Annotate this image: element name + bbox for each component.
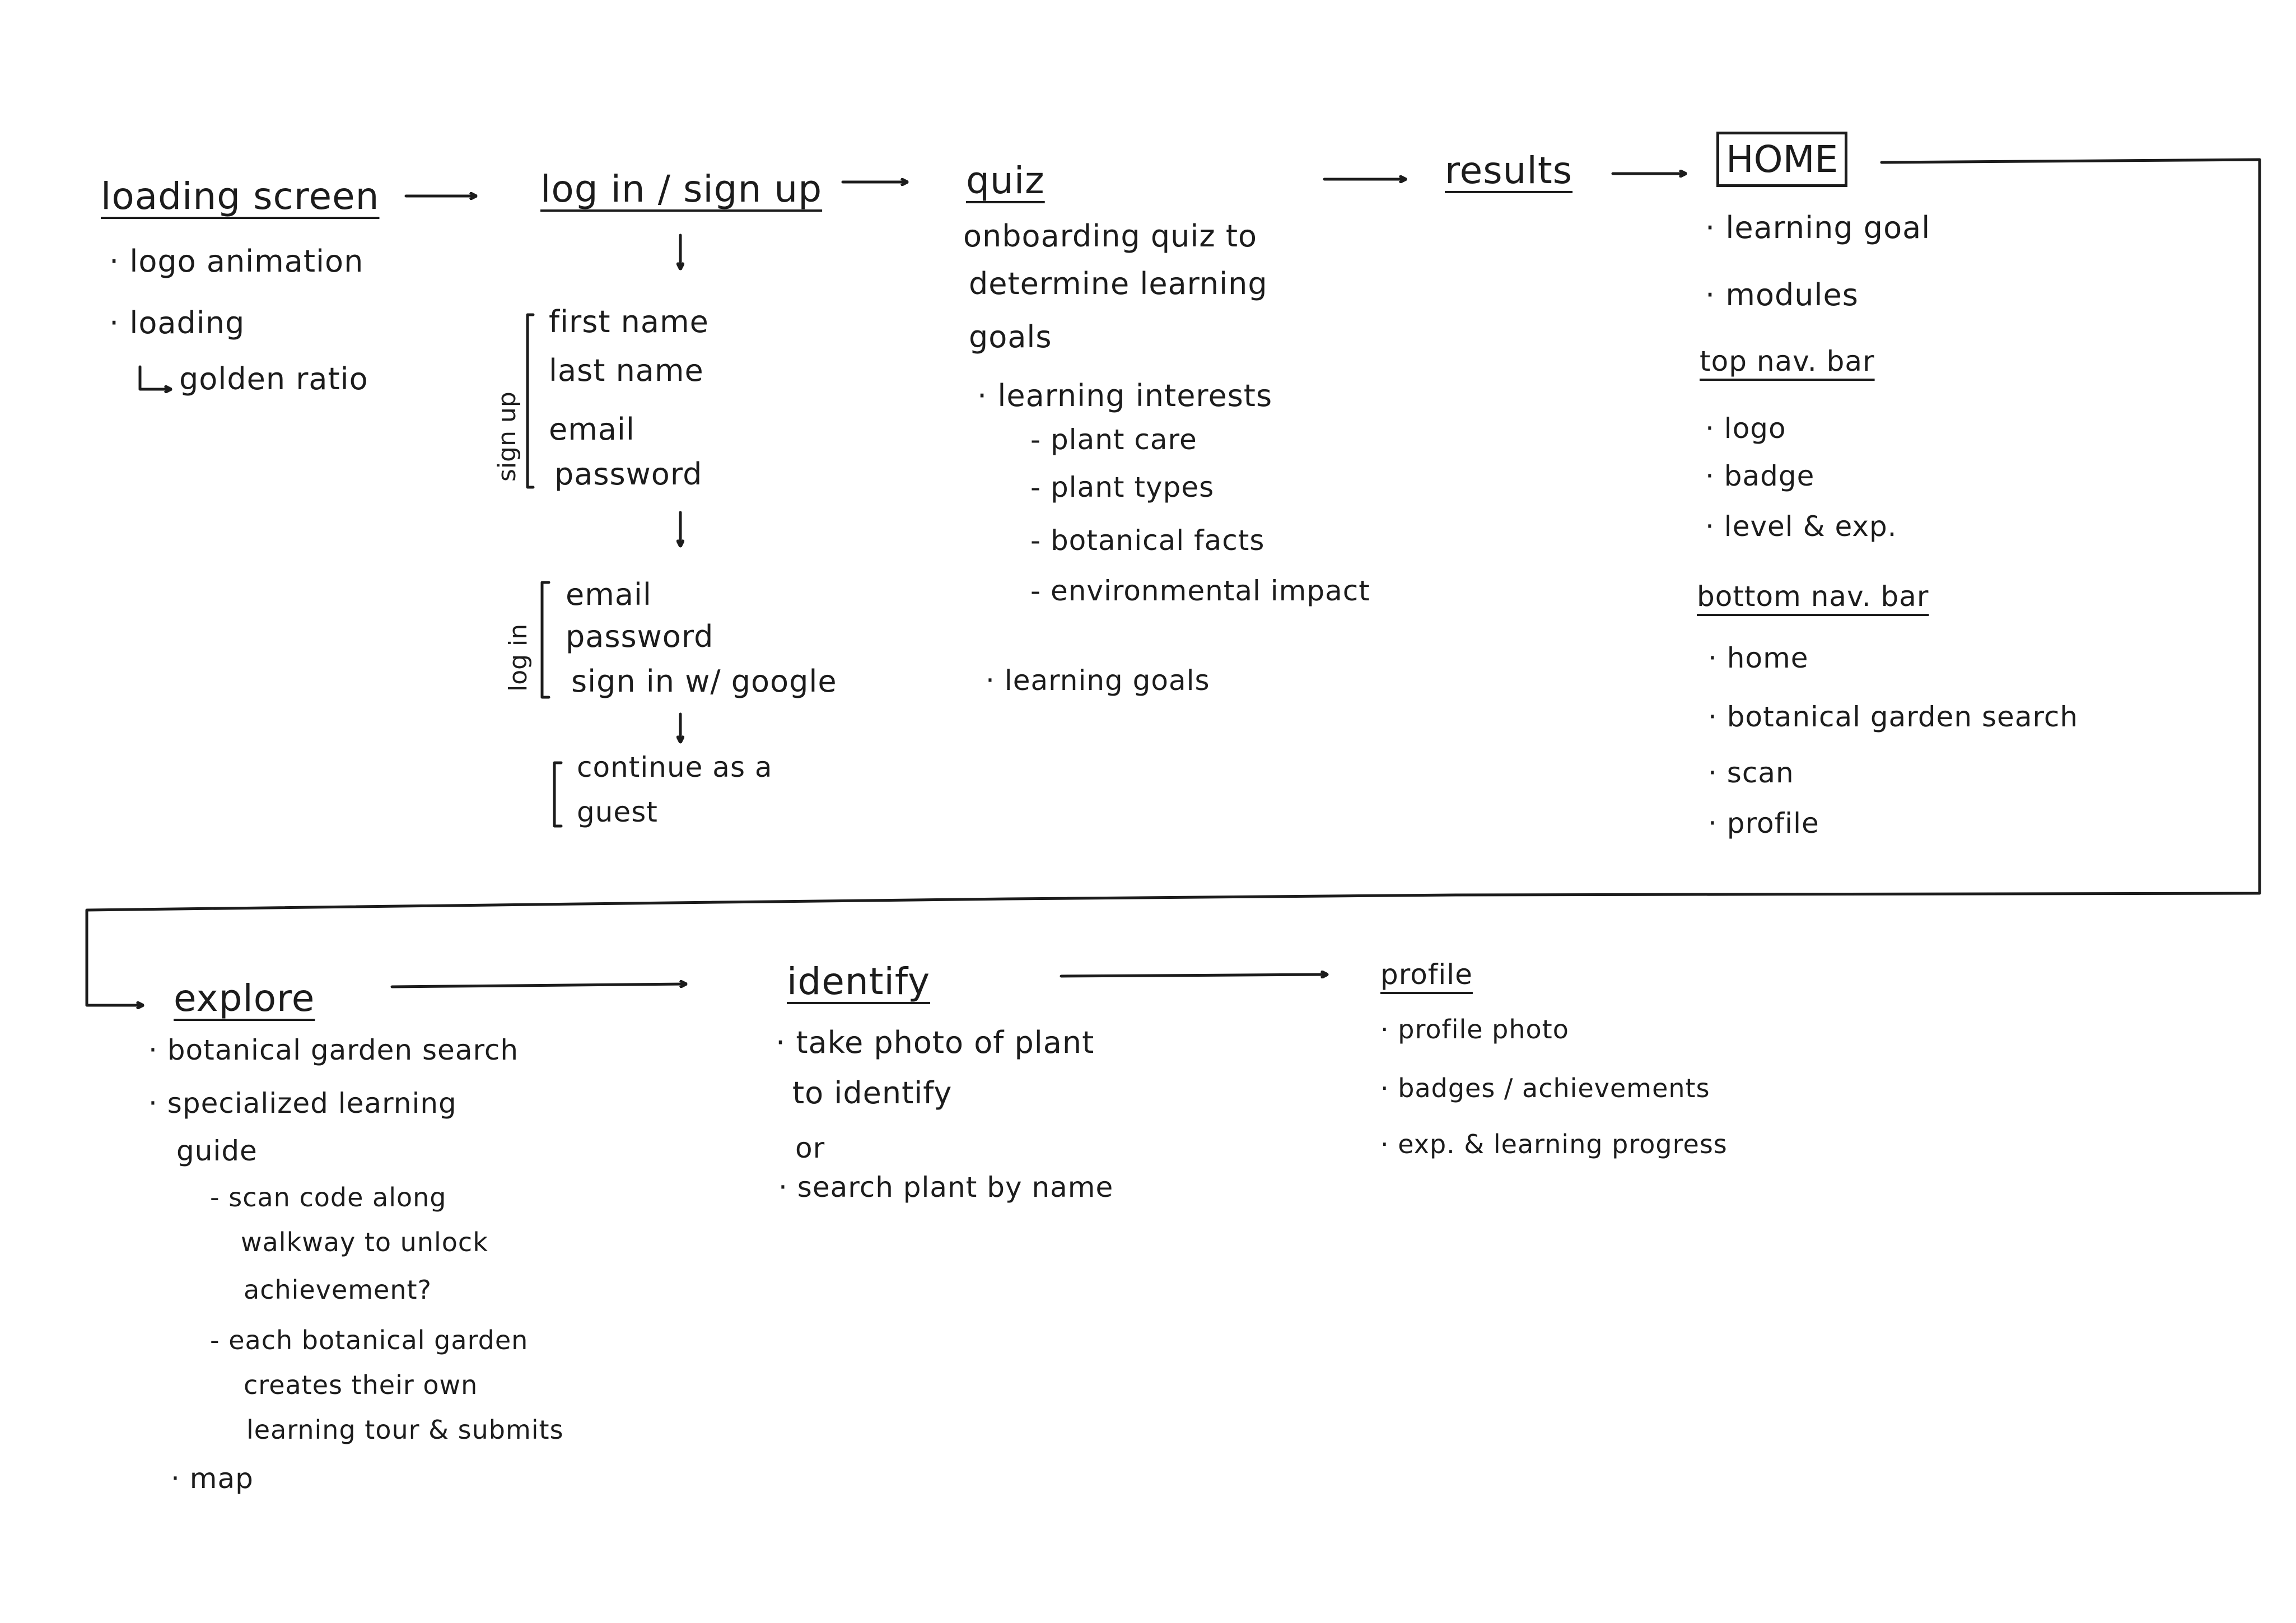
node-profile-title: profile	[1380, 958, 1473, 991]
explore-sub-scan-code-line-2: walkway to unlock	[241, 1227, 488, 1257]
loading-item-loading-text: loading	[129, 305, 245, 341]
signup-field-first-name: first name	[549, 304, 709, 339]
home-item-modules-text: modules	[1725, 277, 1859, 313]
quiz-interest-plant-types-text: plant types	[1050, 471, 1215, 503]
node-identify-title: identify	[787, 960, 931, 1003]
loading-item-logo-animation: · logo animation	[109, 244, 364, 279]
arrow-explore-to-identify	[390, 984, 688, 988]
identify-item-take-photo: · take photo of plant	[776, 1025, 1095, 1060]
loading-item-logo-animation-text: logo animation	[129, 244, 364, 279]
bracket-login	[540, 581, 550, 699]
explore-item-learning-guide-text: specialized learning	[167, 1087, 457, 1120]
identify-or: or	[795, 1132, 825, 1164]
sub-arrow-golden-ratio	[138, 365, 172, 389]
top-nav-item-logo-text: logo	[1724, 412, 1786, 445]
explore-item-learning-guide: · specialized learning	[148, 1087, 457, 1120]
identify-item-take-photo-line-2: to identify	[792, 1075, 953, 1111]
quiz-learning-goals-text: learning goals	[1004, 664, 1210, 697]
quiz-interest-plant-care-text: plant care	[1050, 423, 1197, 456]
quiz-learning-interests-text: learning interests	[997, 378, 1273, 413]
login-group-label: log in	[504, 623, 533, 692]
node-explore-title: explore	[174, 977, 315, 1020]
profile-item-badges: · badges / achievements	[1380, 1073, 1710, 1103]
explore-sub-tour-line-3: learning tour & submits	[246, 1415, 564, 1445]
explore-item-garden-search-text: botanical garden search	[167, 1034, 519, 1066]
explore-sub-scan-code: - scan code along	[210, 1182, 447, 1212]
login-field-email: email	[566, 577, 652, 612]
loading-sub-golden-ratio: golden ratio	[179, 361, 368, 397]
quiz-interest-environmental-impact: - environmental impact	[1030, 575, 1370, 607]
home-item-modules: · modules	[1705, 277, 1859, 313]
top-nav-item-badge: · badge	[1705, 460, 1815, 492]
bottom-nav-item-profile-text: profile	[1726, 807, 1819, 840]
top-nav-item-level-exp-text: level & exp.	[1724, 510, 1897, 543]
signup-group-label: sign up	[493, 391, 521, 482]
explore-item-map: · map	[171, 1462, 254, 1495]
quiz-interest-botanical-facts: - botanical facts	[1030, 524, 1265, 557]
login-field-password: password	[566, 619, 714, 654]
home-item-learning-goal-text: learning goal	[1725, 210, 1931, 245]
quiz-learning-goals: · learning goals	[986, 664, 1210, 697]
bottom-nav-item-profile: · profile	[1708, 807, 1819, 840]
node-home-title: HOME	[1716, 132, 1848, 187]
quiz-interest-environmental-impact-text: environmental impact	[1050, 575, 1370, 607]
bottom-nav-item-scan: · scan	[1708, 757, 1794, 789]
home-item-learning-goal: · learning goal	[1705, 210, 1931, 245]
login-field-google: sign in w/ google	[571, 664, 837, 699]
identify-item-take-photo-text: take photo of plant	[796, 1025, 1095, 1060]
bracket-guest	[553, 761, 563, 828]
home-bottom-nav-title: bottom nav. bar	[1697, 580, 1929, 613]
quiz-interest-plant-types: - plant types	[1030, 471, 1215, 503]
node-login-title: log in / sign up	[540, 167, 823, 211]
quiz-desc-line-3: goals	[969, 319, 1052, 355]
profile-item-progress: · exp. & learning progress	[1380, 1129, 1728, 1159]
profile-item-badges-text: badges / achievements	[1398, 1073, 1710, 1103]
explore-sub-tour-text: each botanical garden	[228, 1325, 529, 1355]
signup-field-email: email	[549, 412, 635, 447]
quiz-desc-line-2: determine learning	[969, 266, 1268, 301]
bracket-signup	[526, 313, 535, 489]
bottom-nav-item-home-text: home	[1726, 642, 1809, 674]
explore-sub-scan-code-text: scan code along	[228, 1182, 447, 1212]
guest-line-2: guest	[577, 796, 658, 828]
bottom-nav-item-home: · home	[1708, 642, 1809, 674]
profile-item-photo-text: profile photo	[1398, 1014, 1569, 1044]
guest-line-1: continue as a	[577, 751, 773, 783]
top-nav-item-badge-text: badge	[1724, 460, 1815, 492]
home-top-nav-title: top nav. bar	[1700, 345, 1875, 377]
quiz-learning-interests: · learning interests	[977, 378, 1273, 413]
top-nav-item-logo: · logo	[1705, 412, 1786, 445]
identify-item-search-by-name-text: search plant by name	[797, 1171, 1114, 1204]
node-quiz-title: quiz	[966, 159, 1045, 202]
explore-item-learning-guide-line-2: guide	[176, 1135, 258, 1167]
bottom-nav-item-garden-search: · botanical garden search	[1708, 701, 2079, 733]
top-nav-item-level-exp: · level & exp.	[1705, 510, 1897, 543]
node-results-title: results	[1445, 149, 1573, 192]
explore-item-garden-search: · botanical garden search	[148, 1034, 519, 1066]
quiz-desc-line-1: onboarding quiz to	[963, 218, 1258, 254]
bottom-nav-item-garden-search-text: botanical garden search	[1726, 701, 2079, 733]
quiz-interest-botanical-facts-text: botanical facts	[1050, 524, 1265, 557]
quiz-interest-plant-care: - plant care	[1030, 423, 1197, 456]
identify-item-search-by-name: · search plant by name	[778, 1171, 1114, 1204]
bottom-nav-item-scan-text: scan	[1726, 757, 1794, 789]
signup-field-last-name: last name	[549, 353, 704, 388]
signup-field-password: password	[554, 456, 703, 492]
profile-item-photo: · profile photo	[1380, 1014, 1569, 1044]
arrow-identify-to-profile	[1060, 974, 1329, 976]
explore-item-map-text: map	[189, 1462, 254, 1495]
explore-sub-tour: - each botanical garden	[210, 1325, 529, 1355]
profile-item-progress-text: exp. & learning progress	[1398, 1129, 1728, 1159]
explore-sub-tour-line-2: creates their own	[244, 1370, 478, 1400]
loading-item-loading: · loading	[109, 305, 245, 341]
explore-sub-scan-code-line-3: achievement?	[244, 1275, 432, 1305]
node-loading-screen-title: loading screen	[101, 175, 380, 218]
